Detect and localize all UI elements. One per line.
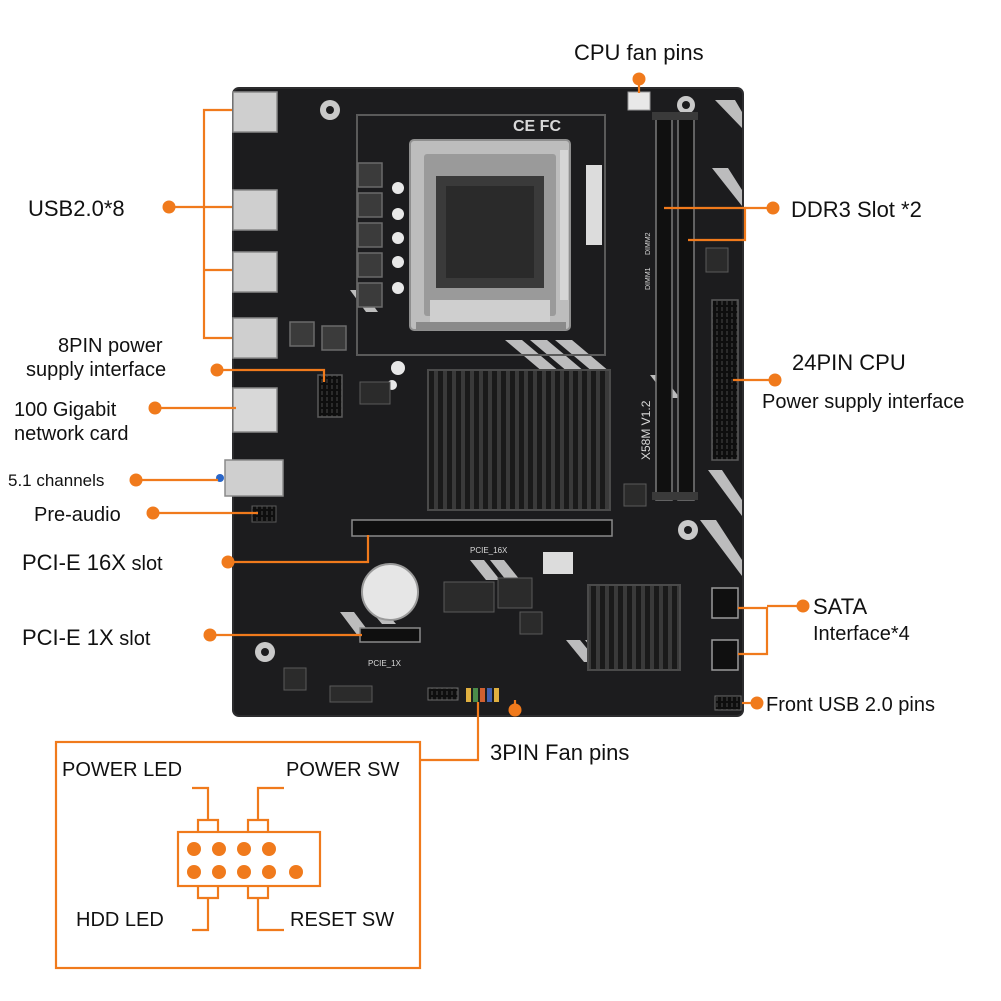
motherboard: CE FC [216,87,744,717]
audio-jacks [216,459,284,497]
southbridge-heatsink [587,584,681,671]
pcie-16x-slot [351,519,613,537]
label-pcie16-suffix: slot [126,553,163,575]
serial-sticker [586,165,602,245]
northbridge-heatsink [427,369,611,511]
cpu-socket [409,139,571,331]
dot-channels [129,473,143,487]
pinout-hdd-led: HDD LED [76,909,164,931]
pinout-power-sw: POWER SW [286,759,399,781]
pinout-power-led: POWER LED [62,759,182,781]
pinout-reset-sw: RESET SW [290,909,394,931]
front-panel-pinout: POWER LED POWER SW HDD LED RESET SW [54,740,422,970]
fan-3pin-header-pins [466,688,499,702]
label-channels: 5.1 channels [8,471,104,490]
board-print-pcie1: PCIE_1X [368,659,402,668]
label-nic-line2: network card [14,423,129,445]
dot-cpu-fan [632,72,646,86]
label-fan3pin: 3PIN Fan pins [490,740,629,765]
label-sata-line2: Interface*4 [813,623,910,645]
chip-sticker [543,552,573,574]
label-pcie1-suffix: slot [114,628,151,650]
label-cpu-fan: CPU fan pins [574,40,704,65]
cpu-8pin-connector [317,374,343,418]
mounting-hole-centers [261,101,692,656]
board-print-dimm1: DIMM1 [645,267,652,290]
dot-usb [162,200,176,214]
label-pre-audio: Pre-audio [34,504,121,526]
dot-pcie1 [203,628,217,642]
label-pcie16: PCI-E 16X slot [22,550,163,575]
label-pcie1-main: PCI-E 1X [22,625,114,650]
label-ddr3: DDR3 Slot *2 [791,197,922,222]
misc-chips [283,247,729,703]
board-cert-mark: CE FC [513,118,561,135]
board-print-pcie16: PCIE_16X [470,546,508,555]
pinout-box [54,740,422,970]
dot-24pin [768,373,782,387]
label-sata-line1: SATA [813,594,868,619]
dot-8pin [210,363,224,377]
front-panel-header [427,687,459,701]
label-8pin-line2: supply interface [26,359,166,381]
label-nic-line1: 100 Gigabit [14,399,117,421]
board-model-print: X58M V1.2 [639,400,653,460]
dot-pcie16 [221,555,235,569]
lan-port [232,387,278,433]
label-usb: USB2.0*8 [28,196,125,221]
dot-fan3pin [508,703,522,717]
callout-labels: CPU fan pins USB2.0*8 DDR3 Slot *2 8PIN … [8,40,964,765]
cmos-battery [361,563,419,621]
label-24pin-line2: Power supply interface [762,391,964,413]
vrm-chokes [289,162,383,351]
label-pcie16-main: PCI-E 16X [22,550,126,575]
dot-ddr3 [766,201,780,215]
label-pcie1: PCI-E 1X slot [22,625,151,650]
ddr3-slots [652,112,698,501]
callout-dots [129,72,810,717]
label-front-usb: Front USB 2.0 pins [766,694,935,716]
pinout-pins [187,842,303,879]
dot-sata [796,599,810,613]
cpu-fan-header [627,91,651,111]
dot-front-usb [750,696,764,710]
label-8pin-line1: 8PIN power [58,335,163,357]
rear-usb-ports [232,91,278,359]
pcie-1x-slot [359,627,421,643]
dot-nic [148,401,162,415]
board-print-dimm2: DIMM2 [645,232,652,255]
dot-pre-audio [146,506,160,520]
front-usb-header [714,695,742,711]
sata-ports [711,587,739,671]
label-24pin-line1: 24PIN CPU [792,350,906,375]
socket-area-outline [356,114,606,356]
